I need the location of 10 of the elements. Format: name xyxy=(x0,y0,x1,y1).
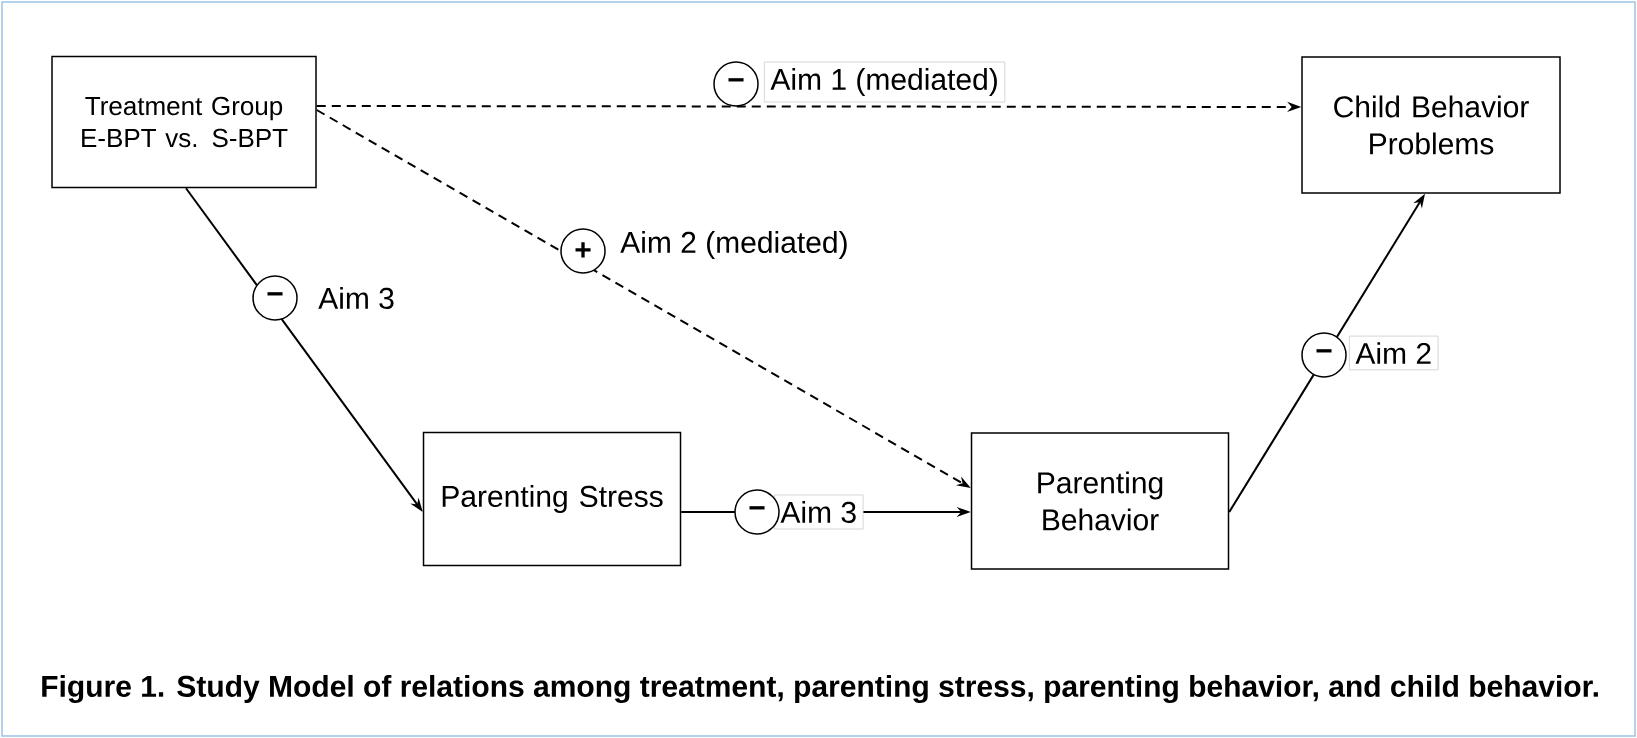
edge-label: Aim 2 (mediated) xyxy=(614,225,855,265)
edge-label: Aim 3 xyxy=(774,494,864,530)
box: Parenting Behavior xyxy=(970,432,1230,570)
edge-label: Aim 2 xyxy=(1349,335,1439,371)
edge-label: Aim 1 (mediated) xyxy=(764,61,1006,103)
box: Treatment Group E-BPT vs. S-BPT xyxy=(51,55,317,189)
edge-label: Aim 3 xyxy=(312,281,401,315)
box: Parenting Stress xyxy=(422,431,682,567)
box: Child Behavior Problems xyxy=(1301,56,1561,194)
caption: Figure 1. Study Model of relations among treatment, parenting stress, parenting behavior, and child behavior. xyxy=(42,674,1598,704)
